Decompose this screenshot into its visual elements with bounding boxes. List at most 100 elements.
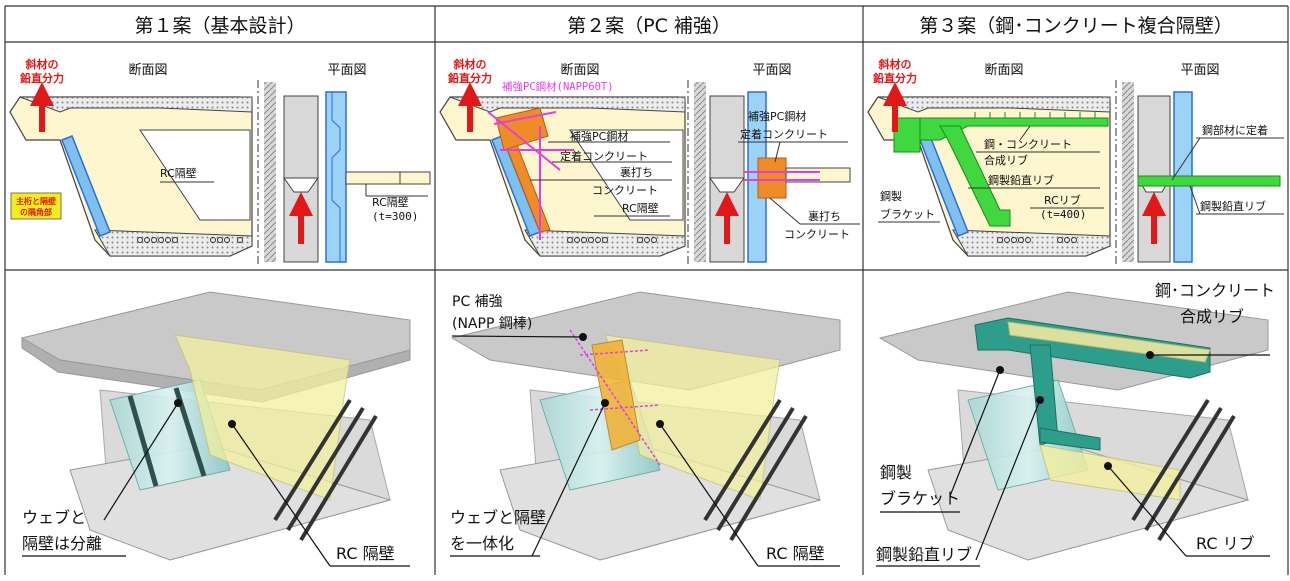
plan-title: 平面図	[327, 63, 366, 78]
model-tendons	[703, 398, 808, 542]
model-top-label: 合成リブ	[1180, 307, 1244, 326]
tendon-circles	[997, 237, 1077, 243]
top-slab	[449, 96, 686, 113]
model-left-label: ウェブと	[22, 508, 86, 527]
section-title: 断面図	[560, 63, 599, 78]
leader-line	[451, 335, 584, 338]
force-label: 鉛直分力	[448, 71, 492, 85]
leader-line	[231, 423, 331, 567]
model-rc-wall	[174, 334, 351, 501]
vertical-rib-label: 鋼製鉛直リブ	[988, 173, 1054, 187]
plan-steel-rib	[1137, 175, 1281, 187]
steel-bracket	[893, 117, 921, 153]
panel-2-header: 第２案（PC 補強）	[567, 15, 731, 37]
pc-bars	[487, 111, 574, 240]
rc-wall-label: RC隔壁	[622, 201, 659, 215]
model-left-label: 隔壁は分離	[22, 534, 102, 553]
anchor-label: 定着コンクリート	[560, 149, 648, 163]
corner-note: 主桁と隔壁	[16, 196, 56, 206]
plan-wall-label: RC隔壁	[372, 195, 409, 209]
force-label: 斜材の	[25, 57, 59, 71]
leader-line	[1107, 465, 1187, 557]
panel-3-model: 鋼･コンクリート 合成リブ 鋼製 ブラケット 鋼製鉛直リブ RC リブ	[876, 281, 1275, 567]
model-rc-rib	[1039, 444, 1181, 501]
bottom-slab	[94, 229, 253, 257]
corner-note: の隅角部	[20, 207, 52, 217]
plan-hatch	[264, 82, 276, 262]
leader-line	[975, 399, 1041, 561]
model-left-label: を一体化	[450, 534, 514, 553]
shear-studs	[974, 112, 1096, 118]
model-bracket	[1039, 427, 1101, 451]
section-title: 断面図	[984, 63, 1023, 78]
model-right-label: RC 隔壁	[336, 544, 395, 563]
model-top-label: PC 補強	[452, 294, 503, 310]
force-label: 斜材の	[878, 57, 912, 71]
web-plate	[61, 135, 111, 237]
leader-line	[774, 141, 781, 163]
backfill-label: 裏打ち	[620, 165, 653, 179]
composite-rib-label: 合成リブ	[984, 153, 1028, 167]
model-tendons	[1131, 398, 1236, 542]
leader-line	[103, 402, 179, 521]
rc-rib-thickness: (t=400)	[1040, 208, 1086, 221]
plan-anchor-label: 定着コンクリート	[740, 127, 828, 141]
panel-3-plan: 平面図 鋼部材に定着 鋼製鉛直リブ	[1115, 63, 1284, 265]
leader-line	[1019, 125, 1031, 141]
anchor-concrete	[495, 107, 549, 151]
model-right-label: RC 隔壁	[766, 544, 825, 563]
plan-hatch	[1122, 82, 1134, 262]
plan-web-wave	[331, 92, 341, 262]
leader-line	[769, 197, 801, 225]
force-label: 鉛直分力	[873, 71, 917, 85]
tendon-circles	[567, 237, 657, 243]
model-anchor-block	[591, 339, 641, 451]
model-composite-rib-top	[1007, 321, 1211, 363]
panel-3-section: 断面図 斜材の 鉛直分力 鋼・コンクリート 合成リブ 鋼製鉛直リブ 鋼製 ブラケ…	[867, 57, 1111, 257]
plan-title: 平面図	[752, 63, 791, 78]
tendon-circles	[137, 237, 243, 243]
plan-anchor-label: 鋼部材に定着	[1202, 123, 1268, 137]
model-top-label: (NAPP 鋼棒)	[452, 316, 532, 332]
plan-title: 平面図	[1180, 63, 1219, 78]
model-top-label: 鋼･コンクリート	[1155, 281, 1275, 300]
plan-backfill-label: 裏打ち	[808, 209, 841, 223]
panel-2-model: PC 補強 (NAPP 鋼棒) ウェブと隔壁 を一体化 RC 隔壁	[450, 291, 841, 567]
composite-rib-label: 鋼・コンクリート	[984, 137, 1072, 151]
corner-note-box	[10, 192, 62, 220]
leader-line	[1171, 137, 1201, 181]
wall-opening	[569, 129, 684, 221]
bracket-label: ブラケット	[880, 207, 935, 221]
plan-thickness-label: (t=300)	[372, 210, 418, 223]
plan-web	[325, 91, 347, 263]
panel-1-model: ウェブと 隔壁は分離 RC 隔壁	[20, 291, 411, 567]
model-left-label: ブラケット	[880, 489, 960, 508]
backfill-label: コンクリート	[592, 184, 658, 197]
anchor-label: 補強PC鋼材	[570, 129, 628, 143]
panel-3-header: 第３案（鋼･コンクリート複合隔壁）	[919, 15, 1233, 37]
model-left-label: ウェブと隔壁	[450, 508, 546, 527]
bracket-label: 鋼製	[880, 189, 902, 203]
leader-line	[1189, 185, 1201, 215]
plan-rc-wall	[345, 171, 431, 185]
panel-2-section: 断面図 斜材の 鉛直分力 補強PC鋼材(NAPP60T) 補強PC鋼材 定着コン…	[439, 57, 686, 257]
pc-label: 補強PC鋼材(NAPP60T)	[502, 80, 614, 93]
model-bottom-label: 鋼製鉛直リブ	[876, 545, 972, 564]
plan-anchor-label: 補強PC鋼材	[748, 109, 806, 123]
steel-vertical-rib	[939, 125, 1011, 227]
bottom-slab	[952, 229, 1111, 257]
wall-opening	[139, 129, 251, 221]
panel-1-section: 断面図 斜材の 鉛直分力 主桁と隔壁 の隅角部 RC隔壁	[9, 57, 253, 257]
panel-2-plan: 平面図 補強PC鋼材 定着コンクリート 裏打ち コンクリート	[687, 63, 860, 265]
panel-1-plan: 平面図 RC隔壁 (t=300)	[257, 63, 431, 265]
force-label: 斜材の	[453, 57, 487, 71]
grid-lines	[4, 5, 1289, 575]
rc-rib-label: RCリブ	[1044, 193, 1081, 207]
model-left-label: 鋼製	[880, 463, 912, 482]
force-label: 鉛直分力	[20, 71, 64, 85]
leader-line	[531, 402, 606, 557]
panel-1-header: 第１案（基本設計）	[134, 15, 305, 37]
leader-line	[659, 423, 759, 567]
